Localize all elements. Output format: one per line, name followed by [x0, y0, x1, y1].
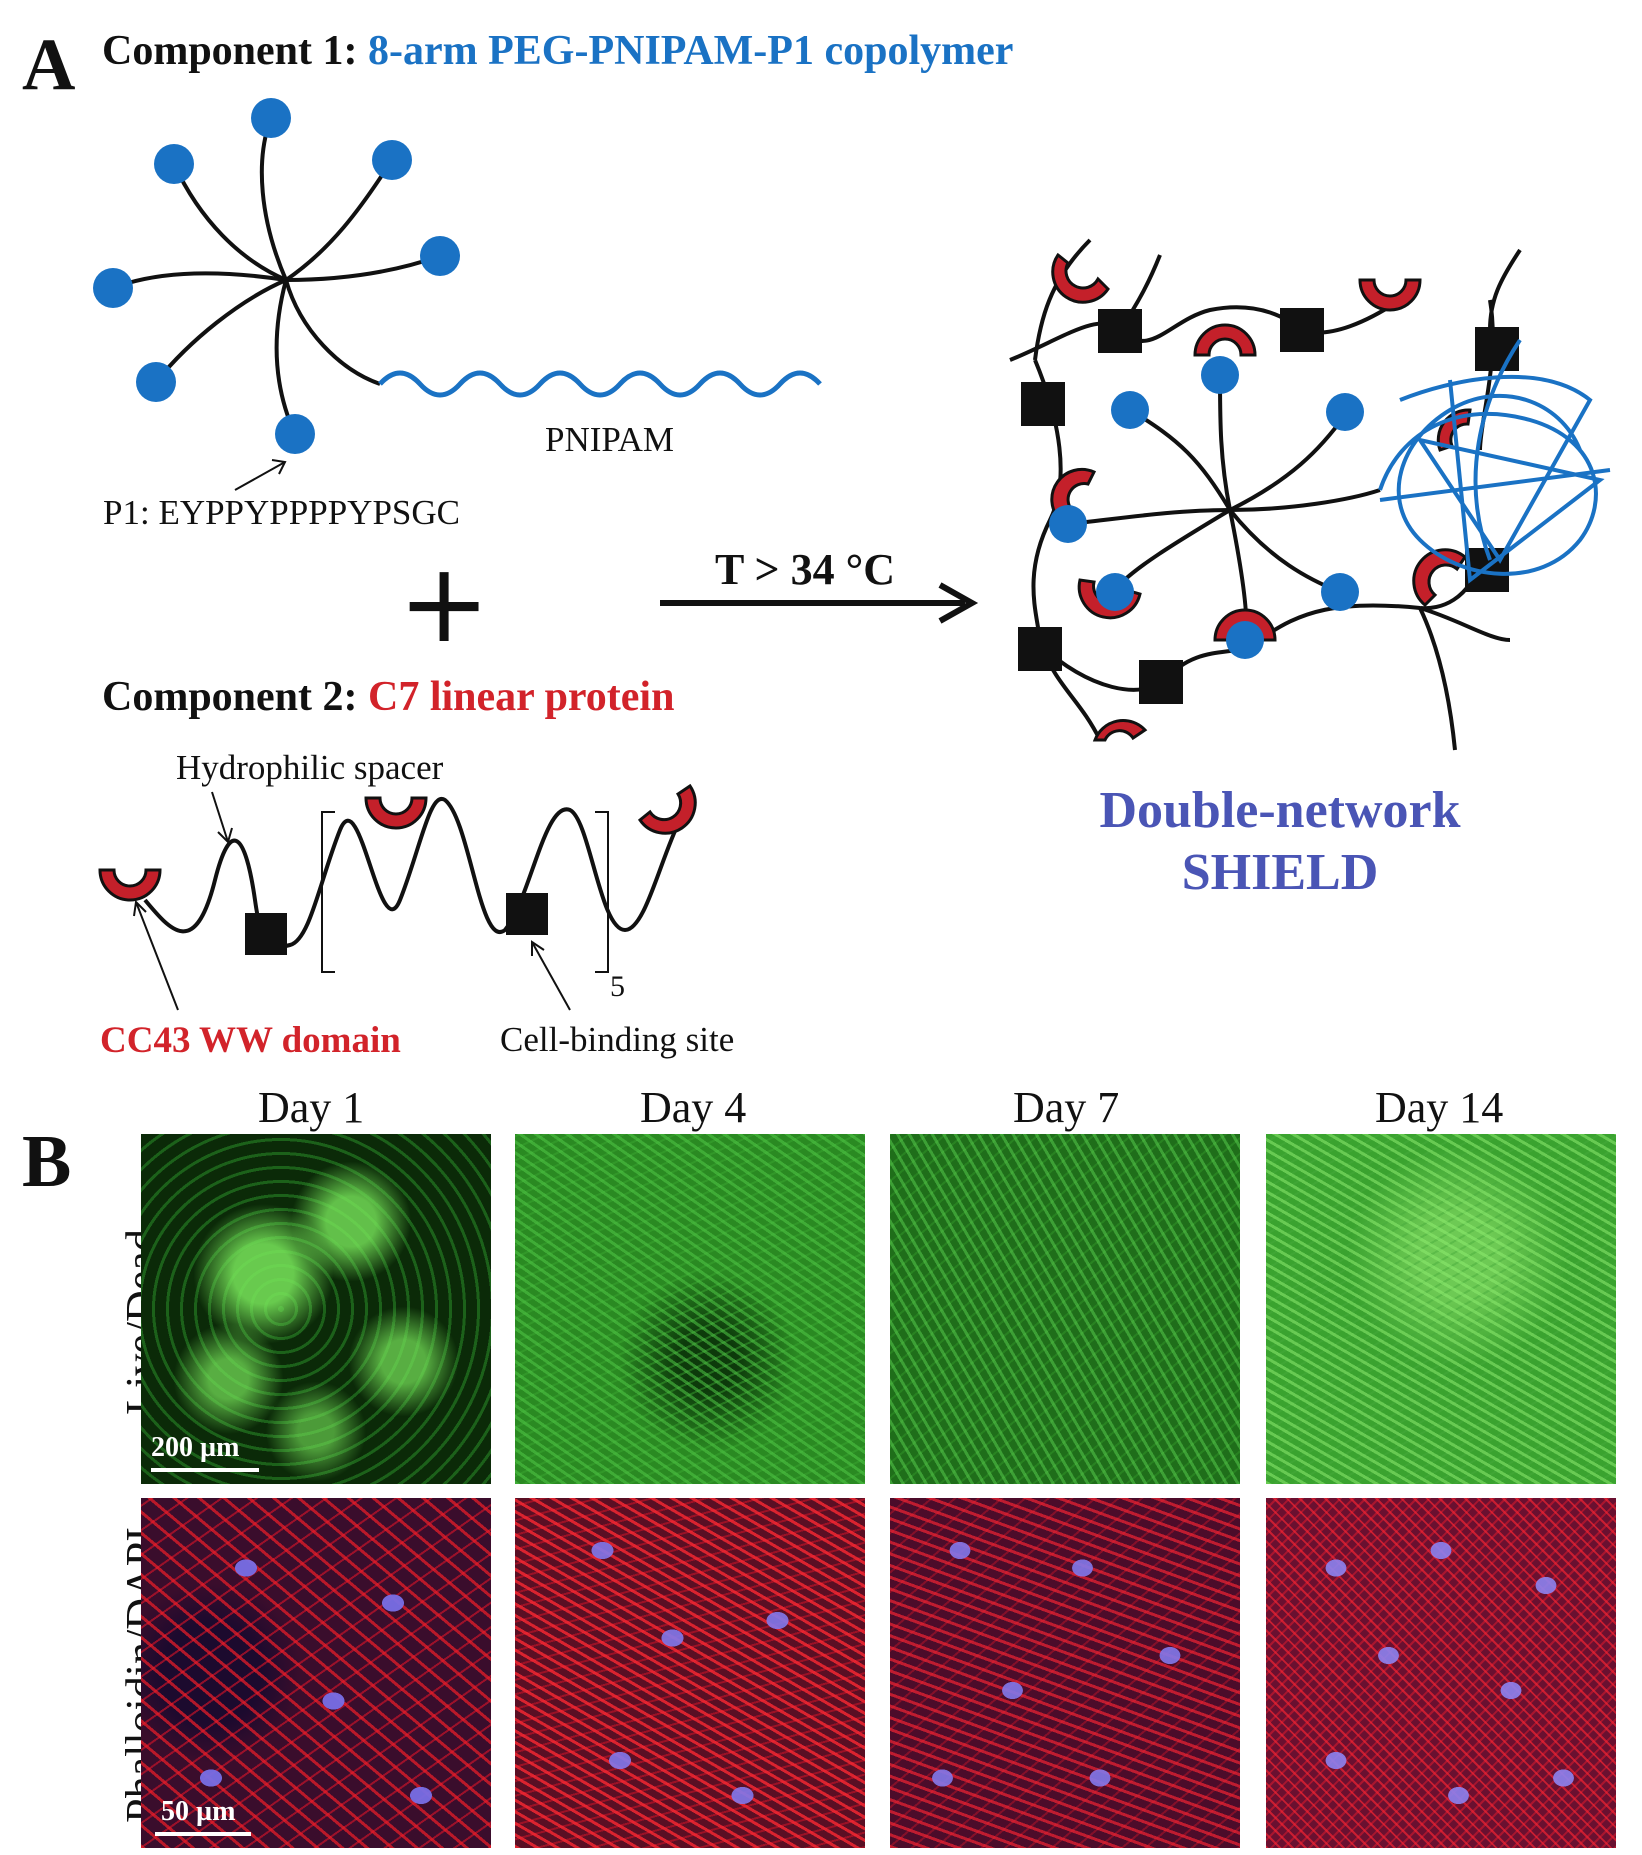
live-dead-day-4-image	[515, 1134, 865, 1484]
plus-sign: +	[398, 539, 491, 667]
day-label-4: Day 14	[1375, 1083, 1504, 1132]
component-2-name: C7 linear protein	[368, 674, 675, 720]
day-label-2: Day 4	[640, 1083, 747, 1132]
ww-arrow	[135, 901, 179, 1011]
spacer-arrow-head	[217, 827, 233, 844]
day-label-1: Day 1	[258, 1083, 365, 1132]
network-crosslink-blocks	[1018, 308, 1519, 704]
reaction-arrow-head	[938, 582, 979, 624]
pnipam-collapsed-coil	[1378, 338, 1611, 584]
scalebar-50um-label: 50 µm	[161, 1796, 236, 1827]
cell-site-arrow-head	[531, 940, 545, 956]
repeat-bracket-right	[595, 811, 609, 973]
phalloidin-day-7-image	[890, 1498, 1240, 1848]
double-network	[1009, 238, 1522, 751]
p1-label: P1: EYPPYPPPPYPSGC	[103, 493, 460, 532]
product-line-2: SHIELD	[1181, 844, 1379, 901]
cell-binding-site-label: Cell-binding site	[500, 1020, 735, 1059]
network-p1-beads	[1049, 356, 1364, 659]
component-2-prefix: Component 2:	[102, 674, 358, 720]
reaction-condition: T > 34 °C	[715, 545, 895, 594]
live-dead-day-14-image	[1266, 1134, 1616, 1484]
component-1-prefix: Component 1:	[102, 28, 358, 74]
p1-arrow	[234, 461, 286, 491]
live-dead-day-1-image: 200 µm	[141, 1134, 491, 1484]
live-dead-day-7-image	[890, 1134, 1240, 1484]
product-line-1: Double-network	[1099, 782, 1461, 839]
component-2-title: Component 2: C7 linear protein	[102, 676, 674, 718]
cell-binding-site-block-1	[245, 913, 287, 955]
ww-domains	[98, 783, 697, 902]
cell-binding-site-block-2	[506, 893, 548, 935]
phalloidin-day-4-image	[515, 1498, 865, 1848]
panel-b-letter: B	[22, 1121, 72, 1203]
hydrophilic-spacer-label: Hydrophilic spacer	[176, 748, 444, 787]
panel-a-letter: A	[22, 24, 76, 106]
spacer-arrow	[211, 791, 229, 843]
ww-arrow-head	[133, 899, 147, 917]
ww-domain-label: CC43 WW domain	[100, 1020, 401, 1061]
pnipam-chain	[378, 370, 822, 398]
day-label-3: Day 7	[1013, 1083, 1120, 1132]
phalloidin-day-1-image: 50 µm	[141, 1498, 491, 1848]
scalebar-200um-label: 200 µm	[151, 1432, 240, 1463]
repeat-bracket-left	[321, 811, 335, 973]
c7-protein-chain	[143, 796, 682, 950]
cell-site-arrow	[531, 941, 571, 1011]
phalloidin-day-14-image	[1266, 1498, 1616, 1848]
component-1-title: Component 1: 8-arm PEG-PNIPAM-P1 copolym…	[102, 30, 1013, 72]
product-title: Double-network SHIELD	[1080, 785, 1480, 899]
component-1-name: 8-arm PEG-PNIPAM-P1 copolymer	[368, 28, 1014, 74]
pnipam-label: PNIPAM	[545, 420, 675, 459]
repeat-subscript: 5	[610, 970, 625, 1003]
p1-peptide-beads	[93, 98, 460, 454]
p1-arrow-head	[271, 459, 287, 475]
scalebar-50um	[155, 1832, 251, 1836]
scalebar-200um	[151, 1468, 259, 1472]
